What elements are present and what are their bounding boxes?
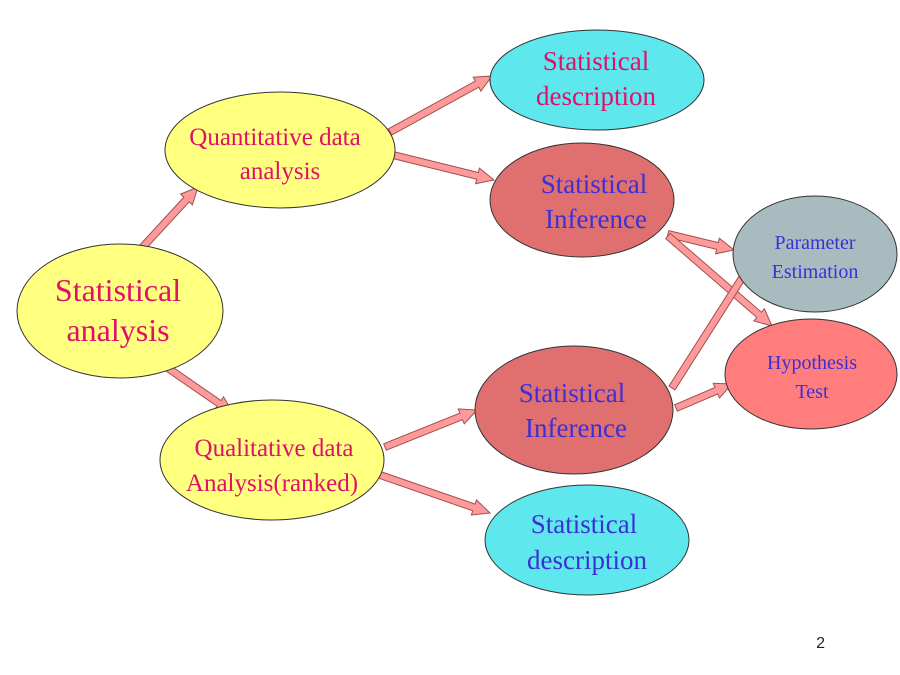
label-desc-top-line2: description (536, 81, 656, 111)
node-hypothesis (724, 318, 898, 430)
label-hypothesis-line2: Test (795, 381, 828, 403)
arrow-qualitative-to-infer-bottom (383, 408, 479, 451)
arrow-quantitative-to-infer-top (391, 150, 496, 185)
node-infer-top (489, 142, 675, 258)
label-quantitative-line2: analysis (240, 158, 321, 185)
label-infer-bottom-line2: Inference (525, 413, 627, 443)
label-statistical-analysis-line1: Statistical (55, 272, 181, 308)
label-qualitative-line1: Qualitative data (195, 435, 354, 462)
node-parameter (732, 195, 898, 313)
label-desc-bottom-line2: description (527, 545, 647, 575)
arrow-analysis-to-quantitative (136, 186, 199, 254)
label-infer-top-line2: Inference (545, 204, 647, 234)
label-hypothesis-line1: Hypothesis (767, 352, 857, 374)
arrows-layer (136, 75, 773, 516)
node-desc-top (489, 29, 705, 131)
label-parameter-line2: Estimation (772, 261, 859, 283)
arrow-quantitative-to-desc-top (387, 75, 494, 136)
label-infer-top-line1: Statistical (541, 169, 647, 199)
label-quantitative-line1: Quantitative data (189, 124, 360, 151)
node-infer-bottom (474, 345, 674, 475)
page-number: 2 (816, 635, 825, 652)
label-desc-bottom-line1: Statistical (531, 509, 637, 539)
label-infer-bottom-line1: Statistical (519, 378, 625, 408)
arrow-qualitative-to-desc-bottom (378, 471, 492, 516)
node-qualitative (159, 399, 385, 521)
node-statistical-analysis (16, 243, 224, 379)
arrow-infer-top-to-parameter (666, 229, 736, 255)
label-parameter-line1: Parameter (774, 232, 855, 254)
label-statistical-analysis-line2: analysis (66, 312, 169, 348)
label-qualitative-line2: Analysis(ranked) (186, 470, 358, 497)
node-quantitative (164, 91, 396, 209)
node-desc-bottom (484, 484, 690, 596)
arrow-infer-bottom-to-hypothesis (673, 382, 734, 412)
arrow-infer-top-to-hypothesis (664, 232, 773, 327)
label-desc-top-line1: Statistical (543, 46, 649, 76)
